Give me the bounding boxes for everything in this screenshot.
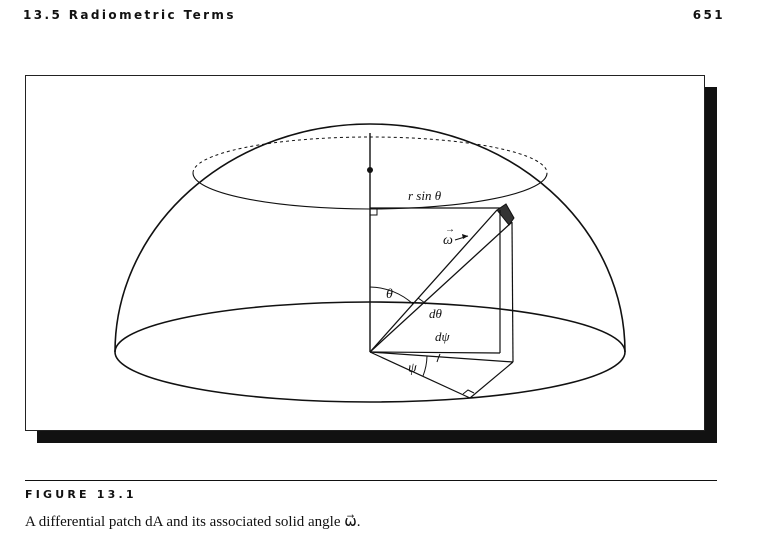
running-head: 13.5 Radiometric Terms 651 bbox=[23, 8, 725, 28]
omega-vector-mark: → bbox=[445, 224, 455, 235]
axis-point bbox=[367, 167, 373, 173]
page-number: 651 bbox=[692, 8, 725, 22]
right-angle-marker bbox=[370, 208, 378, 216]
base-line-4 bbox=[469, 361, 514, 399]
label-r-sin-theta: r sin θ bbox=[408, 188, 442, 203]
figure-label: FIGURE 13.1 bbox=[25, 488, 137, 501]
base-line-3 bbox=[369, 351, 471, 399]
label-psi: ψ bbox=[408, 361, 417, 376]
cone-edge-lower bbox=[369, 221, 513, 353]
figure-box bbox=[25, 75, 705, 431]
caption-rule bbox=[25, 480, 717, 481]
base-line-1 bbox=[369, 351, 501, 354]
psi-arc bbox=[422, 355, 428, 377]
base-right-angle bbox=[462, 389, 475, 395]
label-theta: θ bbox=[386, 287, 393, 302]
drop-line-2 bbox=[511, 221, 514, 363]
d-psi-arc bbox=[436, 353, 441, 363]
label-d-psi: dψ bbox=[435, 329, 451, 344]
figure-caption: A differential patch dA and its associat… bbox=[25, 514, 361, 530]
hemisphere-outline bbox=[114, 123, 626, 353]
cone-edge-upper bbox=[369, 209, 498, 353]
label-omega: ω bbox=[443, 233, 453, 248]
label-d-theta: dθ bbox=[429, 306, 443, 321]
d-theta-arc bbox=[417, 297, 427, 305]
omega-arrow-head bbox=[462, 234, 468, 239]
base-line-2 bbox=[369, 351, 514, 363]
theta-arc bbox=[369, 286, 414, 305]
patch-dA bbox=[496, 203, 515, 226]
section-title: 13.5 Radiometric Terms bbox=[23, 8, 236, 22]
